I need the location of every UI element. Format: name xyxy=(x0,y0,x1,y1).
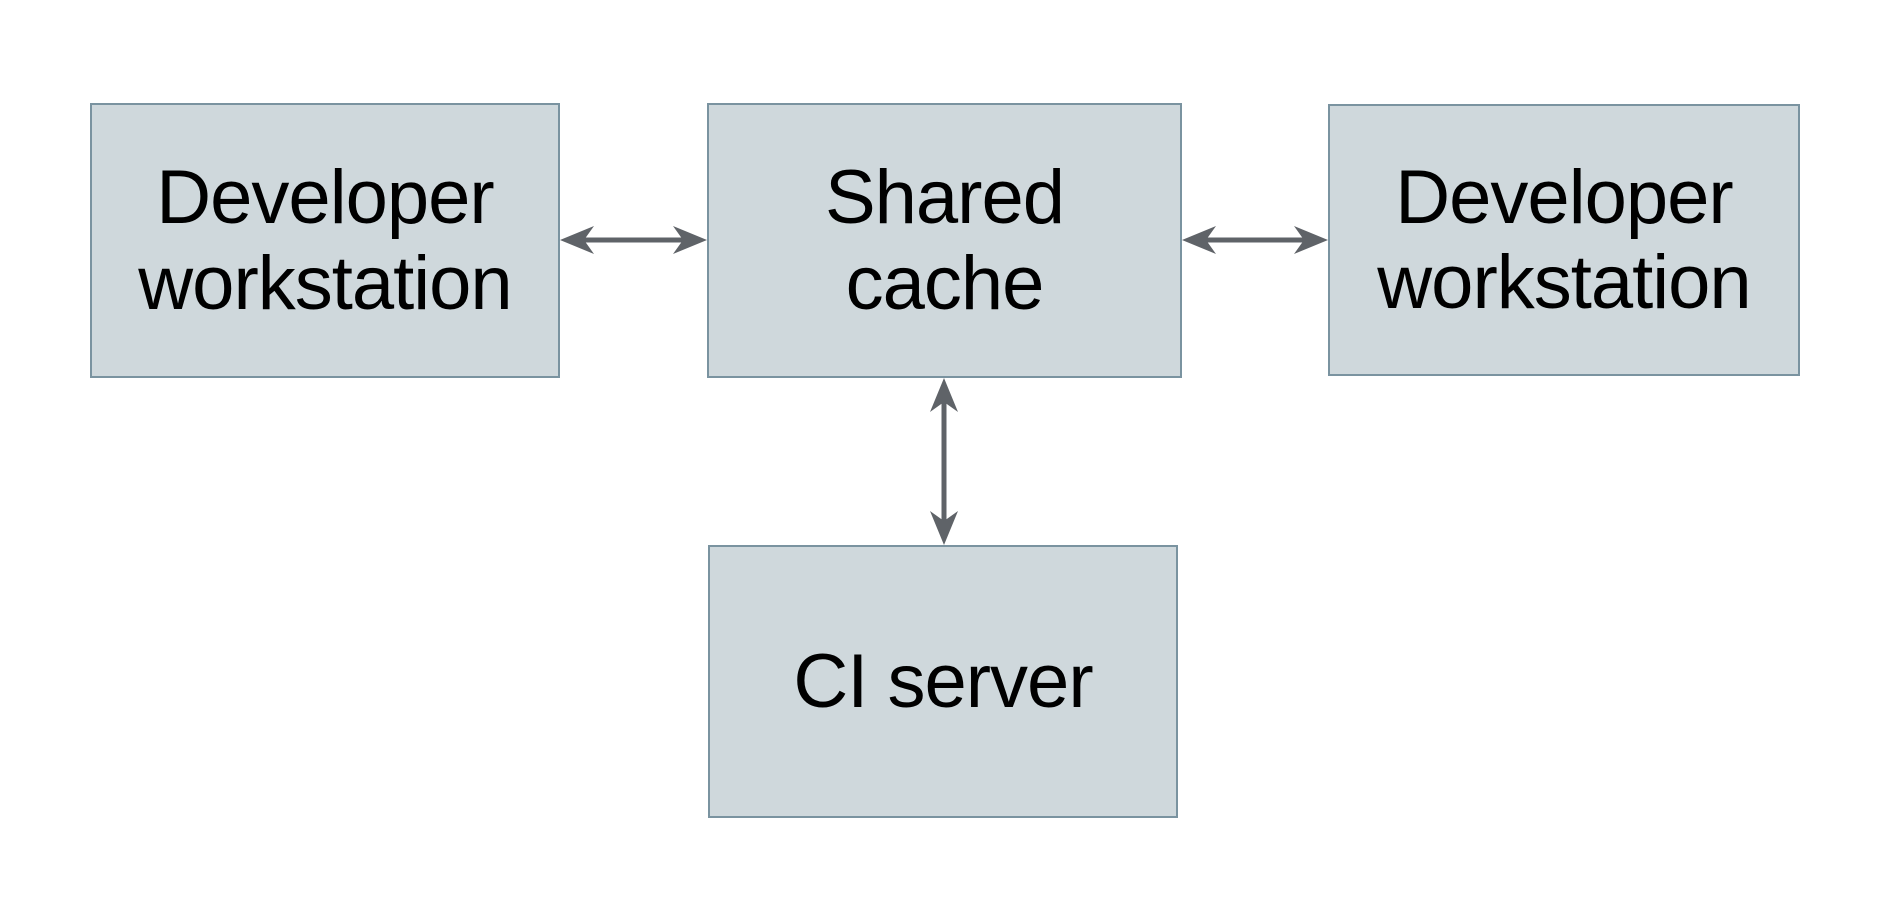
node-label-line: Developer xyxy=(1395,154,1733,240)
arrowhead-left-icon xyxy=(1182,226,1216,254)
arrowhead-left-icon xyxy=(560,226,594,254)
node-developer-workstation-right: Developer workstation xyxy=(1328,104,1800,376)
node-shared-cache: Shared cache xyxy=(707,103,1182,378)
arrow-sharedcache-devright xyxy=(1182,226,1328,254)
arrowhead-up-icon xyxy=(930,378,958,412)
node-ci-server: CI server xyxy=(708,545,1178,818)
arrowhead-down-icon xyxy=(930,511,958,545)
arrow-sharedcache-ciserver xyxy=(930,378,958,545)
arrowhead-right-icon xyxy=(673,226,707,254)
node-label-line: workstation xyxy=(1377,240,1751,325)
node-label-line: Shared xyxy=(824,155,1065,241)
node-label-line: CI server xyxy=(793,638,1093,724)
node-label-line: cache xyxy=(845,240,1045,326)
arrowhead-right-icon xyxy=(1294,226,1328,254)
arrow-devleft-sharedcache xyxy=(560,226,707,254)
node-label-line: Developer xyxy=(156,155,494,241)
node-developer-workstation-left: Developer workstation xyxy=(90,103,560,378)
node-label-line: workstation xyxy=(138,240,512,326)
